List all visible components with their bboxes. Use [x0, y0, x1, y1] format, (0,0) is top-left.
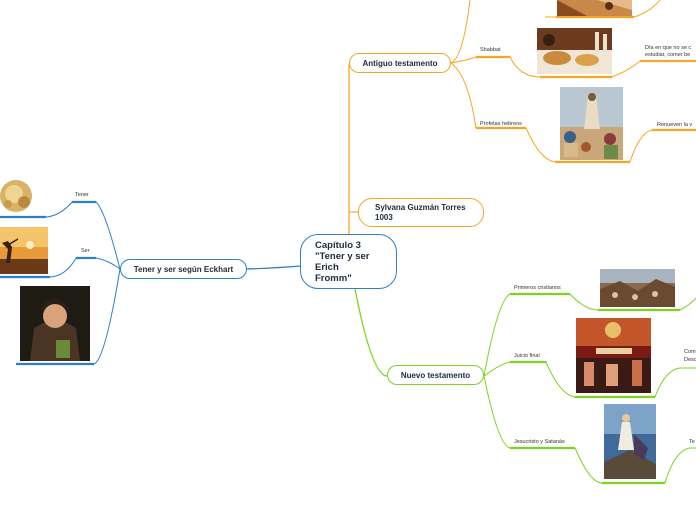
- subtopic-primeros-cristianos[interactable]: Primeros cristianos: [514, 285, 561, 291]
- author-group: 1003: [375, 213, 393, 223]
- subtopic-shabbat[interactable]: Shabbat: [480, 47, 501, 53]
- subtopic-ser[interactable]: Ser: [81, 248, 90, 254]
- central-topic-text: Capítulo 3 "Tener y ser Erich Fromm": [315, 240, 370, 284]
- image-jesucristo-satanas[interactable]: [604, 404, 656, 479]
- image-ser[interactable]: [0, 227, 48, 274]
- note-jesus[interactable]: Te: [689, 439, 695, 445]
- image-shabbat-table[interactable]: [537, 28, 612, 74]
- topic-author[interactable]: Sylvana Guzmán Torres 1003: [358, 198, 484, 227]
- topic-eckhart-label: Tener y ser según Eckhart: [134, 265, 233, 274]
- subtopic-profetas-hebreos[interactable]: Profetas hebreos: [480, 121, 522, 127]
- image-profetas-hebreos[interactable]: [560, 87, 623, 160]
- central-topic[interactable]: Capítulo 3 "Tener y ser Erich Fromm": [300, 234, 397, 289]
- subtopic-tener[interactable]: Tener: [75, 192, 89, 198]
- subtopic-juicio-final[interactable]: Juicio final: [514, 353, 540, 359]
- image-primeros-cristianos[interactable]: [600, 269, 675, 307]
- note-profetas[interactable]: Renueven la v: [657, 122, 696, 128]
- author-name: Sylvana Guzmán Torres: [375, 203, 466, 213]
- note-shabbat[interactable]: Día en que no se c estudiar, comer be: [645, 45, 696, 59]
- central-line-1: Capítulo 3: [315, 240, 370, 251]
- connector-antiguo: [349, 63, 352, 234]
- image-tener[interactable]: [0, 176, 36, 215]
- image-juicio-final[interactable]: [576, 318, 651, 393]
- central-line-3: Erich: [315, 262, 370, 273]
- central-line-2: "Tener y ser: [315, 251, 370, 262]
- topic-antiguo-label: Antiguo testamento: [362, 59, 437, 68]
- topic-antiguo-testamento[interactable]: Antiguo testamento: [349, 53, 451, 73]
- connector-nuevo: [355, 289, 387, 376]
- topic-tener-y-ser-eckhart[interactable]: Tener y ser según Eckhart: [120, 259, 247, 279]
- topic-nuevo-label: Nuevo testamento: [401, 371, 470, 380]
- topic-nuevo-testamento[interactable]: Nuevo testamento: [387, 365, 484, 385]
- central-line-4: Fromm": [315, 273, 370, 284]
- subtopic-jesucristo-satanas[interactable]: Jesucristo y Satanás: [514, 439, 565, 445]
- note-juicio[interactable]: Com Desc: [684, 349, 696, 364]
- connector-eckhart: [247, 266, 300, 269]
- image-eckhart-portrait[interactable]: [20, 286, 90, 361]
- image-antiguo-top[interactable]: [557, 0, 632, 16]
